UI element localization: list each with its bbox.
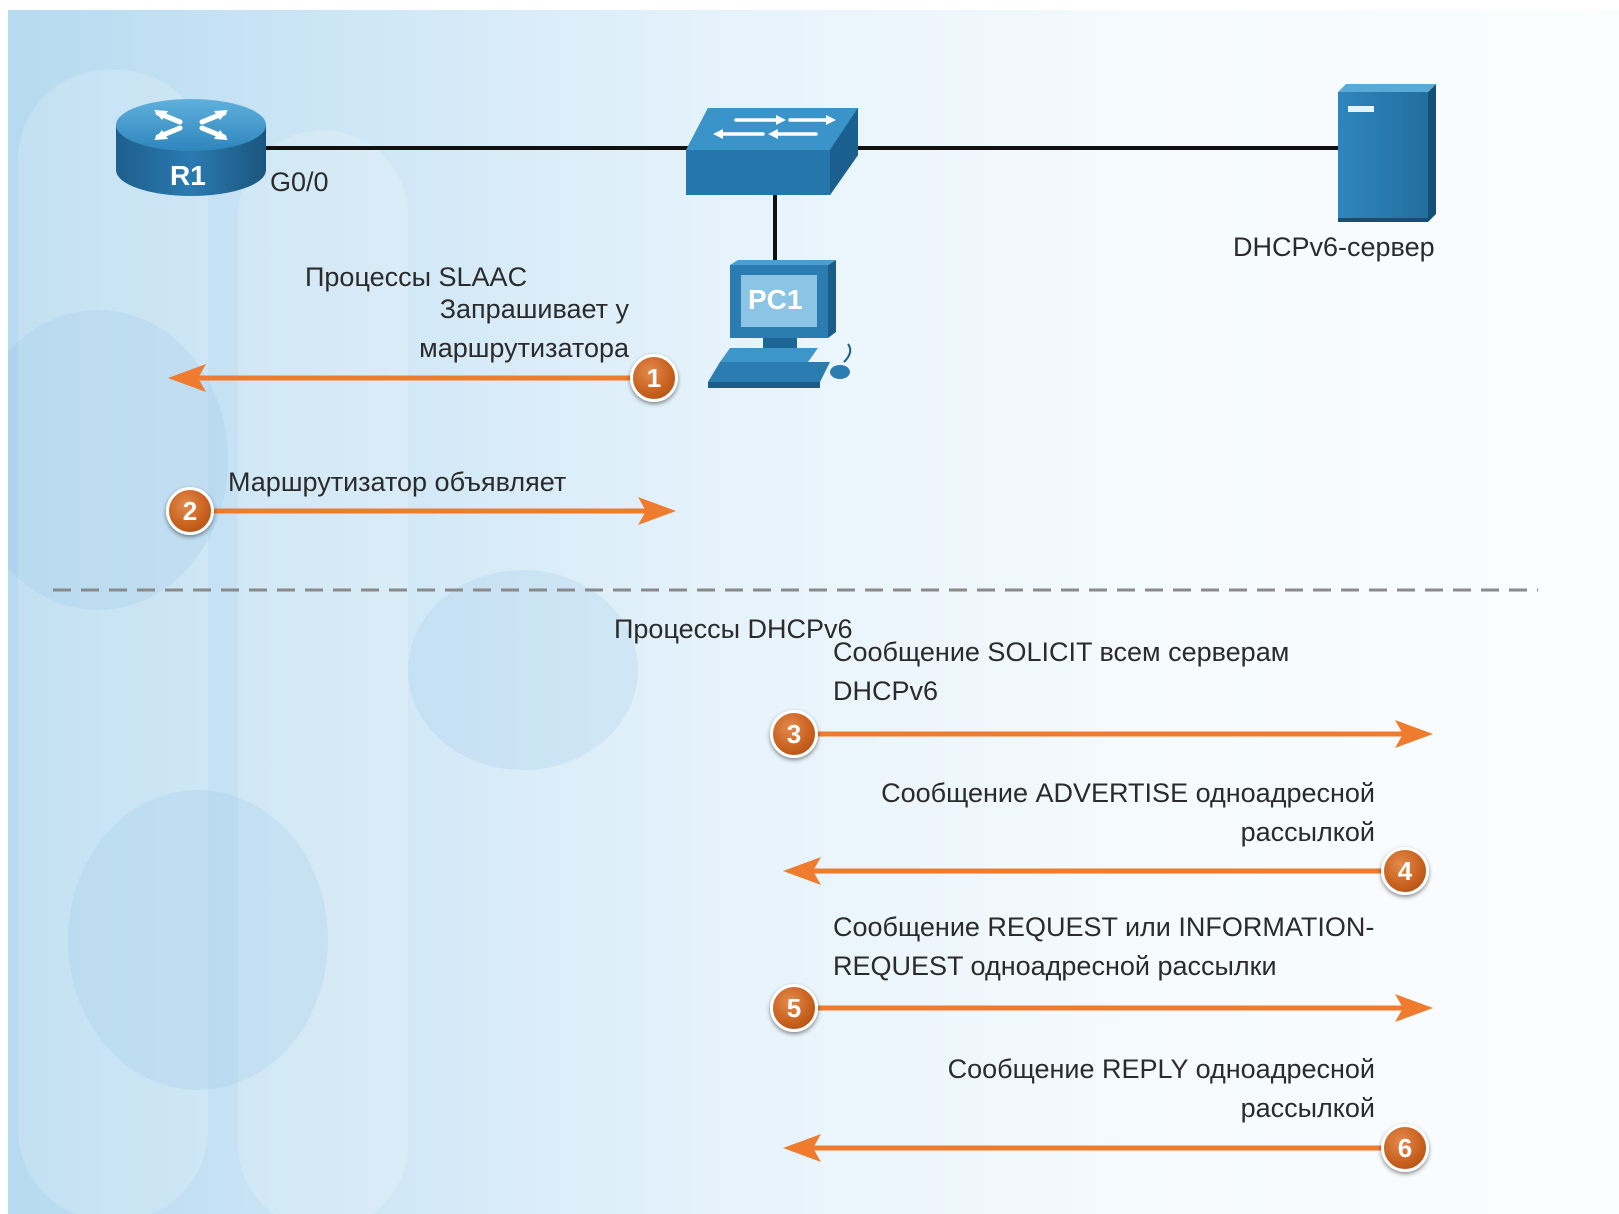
step-3-text: Сообщение SOLICIT всем серверам DHCPv6 <box>833 633 1289 711</box>
arrow-step-6 <box>783 1134 1408 1162</box>
step-4-text: Сообщение ADVERTISE одноадресной рассылк… <box>881 774 1375 852</box>
router-interface-label: G0/0 <box>270 167 329 197</box>
server-icon <box>1338 84 1436 222</box>
diagram-canvas: R1 G0/0 PC1 DHCPv6-сервер Процессы SLAAC… <box>8 10 1619 1214</box>
step-1-line-2: маршрутизатора <box>419 333 629 364</box>
slaac-section-title: Процессы SLAAC <box>305 262 528 292</box>
arrow-step-5 <box>798 994 1433 1022</box>
background-column <box>18 70 208 1214</box>
step-6-text: Сообщение REPLY одноадресной рассылкой <box>948 1050 1375 1128</box>
step-1-line-1: Запрашивает у <box>439 294 629 324</box>
step-5-line-2: REQUEST одноадресной рассылки <box>833 951 1277 982</box>
step-5-line-1: Сообщение REQUEST или INFORMATION- <box>833 912 1375 942</box>
pc-name: PC1 <box>748 284 803 315</box>
background-circle <box>8 310 228 610</box>
step-1-badge: 1 <box>630 354 678 402</box>
arrow-step-3 <box>798 720 1433 748</box>
step-2-text: Маршрутизатор объявляет <box>228 463 566 502</box>
background-column <box>238 130 408 1214</box>
arrow-step-2 <box>198 497 676 525</box>
step-2-line-1: Маршрутизатор объявляет <box>228 467 567 497</box>
server-label: DHCPv6-сервер <box>1233 232 1435 262</box>
arrow-step-4 <box>783 857 1408 885</box>
step-4-line-1: Сообщение ADVERTISE одноадресной <box>881 778 1375 808</box>
network-diagram <box>53 84 1538 1162</box>
step-4-badge: 4 <box>1381 847 1429 895</box>
step-6-badge: 6 <box>1381 1124 1429 1172</box>
step-6-line-2: рассылкой <box>1240 1093 1375 1124</box>
step-4-line-2: рассылкой <box>1240 817 1375 848</box>
step-2-badge: 2 <box>166 487 214 535</box>
step-3-line-2: DHCPv6 <box>833 676 939 707</box>
background-circle <box>68 790 328 1090</box>
switch-icon <box>686 108 858 195</box>
step-6-line-1: Сообщение REPLY одноадресной <box>947 1054 1375 1084</box>
step-3-badge: 3 <box>770 710 818 758</box>
step-1-text: Запрашивает у маршрутизатора <box>419 290 629 368</box>
background-circle <box>408 570 638 770</box>
step-3-line-1: Сообщение SOLICIT всем серверам <box>833 637 1290 667</box>
dhcpv6-section-title: Процессы DHCPv6 <box>614 614 853 644</box>
step-5-text: Сообщение REQUEST или INFORMATION- REQUE… <box>833 908 1374 986</box>
router-name: R1 <box>170 160 206 191</box>
arrow-step-1 <box>168 364 658 392</box>
pc-icon <box>708 260 852 388</box>
router-icon <box>116 99 266 196</box>
step-5-badge: 5 <box>770 984 818 1032</box>
